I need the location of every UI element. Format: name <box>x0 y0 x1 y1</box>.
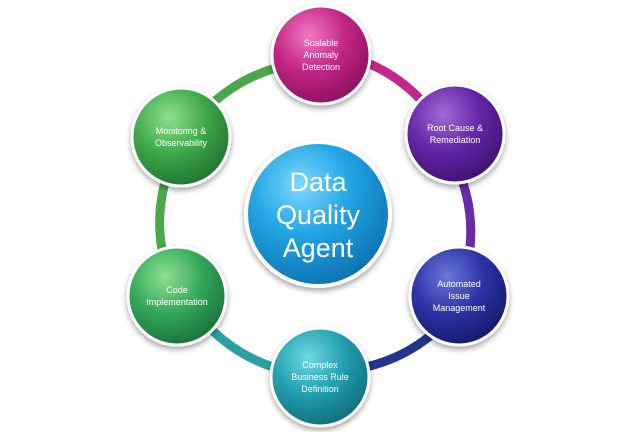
node-1-line-2: Anomaly <box>303 50 339 60</box>
center-line-2: Quality <box>276 200 361 230</box>
node-root-cause-remediation: Root Cause & Remediation <box>404 83 506 185</box>
node-monitoring-observability: Monitoring & Observability <box>130 86 232 188</box>
center-line-3: Agent <box>283 233 354 263</box>
node-2-line-1: Root Cause & <box>427 123 483 133</box>
node-automated-issue-management: Automated Issue Management <box>408 245 510 347</box>
node-6-line-1: Monitoring & <box>156 126 207 136</box>
node-code-implementation: Code Implementation <box>126 245 228 347</box>
node-3-line-3: Management <box>433 303 486 313</box>
center-hub: Data Quality Agent <box>244 140 392 288</box>
node-scalable-anomaly-detection: Scalable Anomaly Detection <box>270 4 372 106</box>
connection-ring <box>155 59 476 371</box>
center-line-1: Data <box>289 167 347 197</box>
node-3-line-2: Issue <box>448 291 470 301</box>
ring-arc-navy <box>365 331 435 371</box>
node-3-line-1: Automated <box>437 279 481 289</box>
node-4-line-1: Complex <box>302 360 338 370</box>
node-complex-business-rule-definition: Complex Business Rule Definition <box>269 326 371 428</box>
node-5-line-2: Implementation <box>146 297 208 307</box>
ring-arc-green-left <box>155 181 169 255</box>
node-2-line-2: Remediation <box>430 135 481 145</box>
ring-arc-teal <box>209 327 275 371</box>
ring-arc-purple <box>457 175 476 253</box>
node-1-line-3: Detection <box>302 62 340 72</box>
node-1-line-1: Scalable <box>304 38 339 48</box>
node-6-line-2: Observability <box>155 138 208 148</box>
node-4-line-2: Business Rule <box>291 372 349 382</box>
node-5-line-1: Code <box>166 285 188 295</box>
node-4-line-3: Definition <box>301 384 339 394</box>
